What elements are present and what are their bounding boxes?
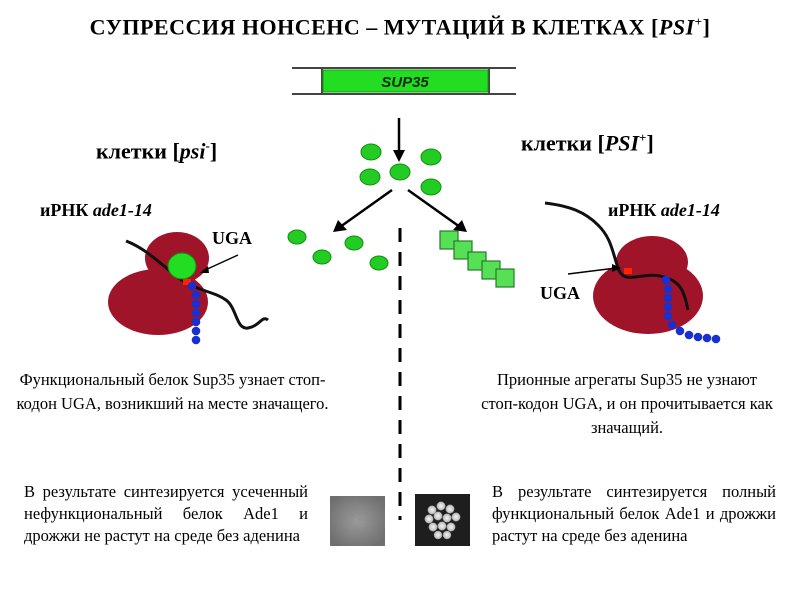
uga-label-left: UGA — [212, 228, 252, 248]
cell-title-right: клетки [PSI+] — [521, 130, 654, 156]
mrna-label-right: иРНК ade1-14 — [608, 200, 720, 220]
sup35-protein-pool — [359, 143, 442, 196]
cell-title-left: клетки [psi-] — [96, 138, 218, 164]
sup35-monomer — [420, 148, 442, 166]
full-length-peptide — [661, 275, 721, 344]
description-left: Функциональный белок Sup35 узнает стоп-к… — [16, 370, 329, 413]
result-left: В результате синтезируется усеченный неф… — [24, 482, 308, 545]
stop-codon-marker — [183, 279, 191, 285]
soluble-sup35 — [287, 229, 389, 271]
sup35-monomer — [389, 163, 411, 181]
expression-arrow — [393, 118, 405, 162]
plate-no-growth — [330, 496, 385, 546]
uga-pointer-left — [202, 254, 239, 272]
branch-arrow-right — [407, 188, 467, 232]
sup35-monomer — [420, 178, 442, 196]
sup35-monomer — [360, 143, 382, 161]
sup35-monomer — [359, 168, 381, 186]
page-title: СУПРЕССИЯ НОНСЕНС – МУТАЦИЙ В КЛЕТКАХ [P… — [89, 14, 711, 40]
result-right: В результате синтезируется полный функци… — [492, 482, 776, 545]
branch-arrow-left — [333, 188, 393, 232]
stop-codon-marker — [624, 268, 632, 274]
ribosome-small-subunit — [616, 236, 688, 288]
uga-pointer-right — [567, 267, 617, 275]
truncated-peptide — [187, 281, 201, 345]
mrna-strand — [125, 239, 269, 330]
ribosome-left — [108, 232, 269, 345]
description-right: Прионные агрегаты Sup35 не узнают стоп-к… — [481, 370, 773, 437]
sup35-gene: SUP35 — [292, 67, 516, 95]
ribosome-right — [544, 201, 721, 344]
plate-growth — [415, 494, 470, 546]
ribosome-large-subunit — [108, 269, 208, 335]
uga-label-right: UGA — [540, 283, 580, 303]
sup35-bound — [167, 252, 197, 280]
mrna-label-left: иРНК ade1-14 — [40, 200, 152, 220]
sup35-gene-label: SUP35 — [381, 74, 429, 91]
sup35-prion-aggregate — [439, 230, 515, 288]
sup35-gene-bar — [322, 69, 489, 93]
